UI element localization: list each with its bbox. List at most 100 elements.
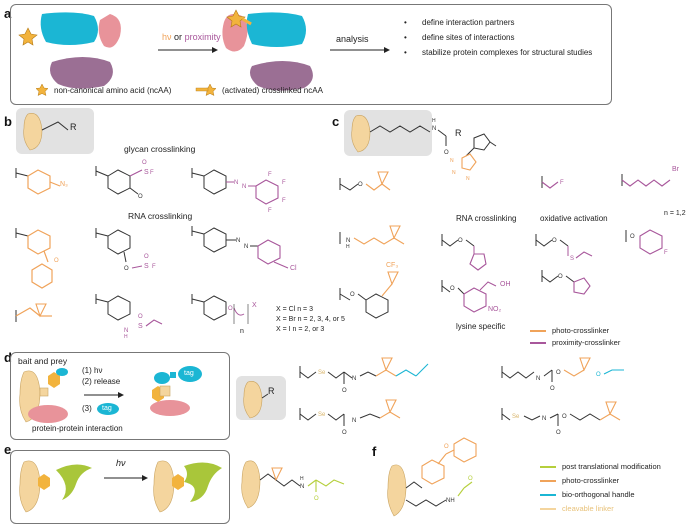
svg-text:H: H [124,334,128,340]
tag-label-right: tag [184,370,194,377]
hv-label: hν or proximity [162,32,221,42]
tetrafluoro-azobenzene: N N F F F F [191,168,286,214]
bullet-item: define sites of interactions [404,33,592,42]
panel-e-frame [10,450,230,524]
svg-text:O: O [342,388,347,394]
svg-text:N: N [452,170,456,176]
crosslinked-ncaa-icon [195,83,217,96]
svg-text:N: N [352,418,356,424]
svg-text:N: N [124,328,128,334]
panel-d-protein-r [243,381,269,419]
svg-text:O: O [450,286,455,292]
x-label: X [252,302,257,309]
pyrrole-tetrazole: N N N [450,133,497,182]
svg-text:O: O [124,266,129,272]
panel-letter-f: f [372,444,377,459]
svg-text:O: O [54,258,59,264]
svg-text:F: F [282,180,286,186]
benzylchloride-azobenzene: N N Cl [191,226,297,272]
svg-text:S: S [138,323,143,330]
svg-text:S: S [144,169,149,176]
svg-text:O: O [562,414,567,420]
legend-bioorthogonal-label: bio-orthogonal handle [562,490,635,499]
svg-text:S: S [144,263,149,270]
legend-ncaa: non-canonical amino acid (ncAA) [54,86,172,95]
carbamate-selenoether-diazirine: Se N O O [501,401,621,436]
legend-swatch-photo [530,330,546,332]
vinyl-thioether: O S [535,234,593,262]
svg-text:N: N [244,244,248,250]
panel-letter-b: b [4,114,12,129]
svg-text:N: N [432,126,436,132]
ppi-label: protein-protein interaction [32,424,123,433]
glycan-label: glycan crosslinking [124,144,196,154]
bromoalkyl [621,174,671,187]
svg-text:H: H [300,476,304,482]
svg-text:N: N [234,180,238,186]
panel-a-proteins-left [18,12,121,89]
bullet-item: stabilize protein complexes for structur… [404,48,592,57]
legend-swatch-ptm [540,466,556,468]
svg-text:N: N [542,416,546,422]
panel-e-right-proteins [153,460,222,513]
svg-text:O: O [550,386,555,392]
legend-proximity-label: proximity-crosslinker [552,338,621,347]
svg-text:F: F [560,180,564,186]
legend-photo-label: photo-crosslinker [552,326,610,335]
svg-text:Se: Se [512,414,520,420]
x-i: X = I n = 2, or 3 [276,326,325,333]
legend-photo-f-label: photo-crosslinker [562,476,620,485]
svg-text:F: F [664,250,668,256]
svg-text:F: F [268,172,272,178]
n-label-b: n [240,328,244,335]
panel-b-r-label: R [70,122,77,132]
bait-prey-left [19,368,68,423]
svg-text:N: N [300,484,304,490]
svg-text:O: O [458,238,463,244]
fluoroethyl: F [541,176,564,189]
svg-text:N: N [346,238,350,244]
fluorophenol-ether: O F [625,229,668,256]
svg-text:O: O [144,254,149,260]
bait-prey-title: bait and prey [18,356,68,366]
svg-text:F: F [282,198,286,204]
panel-letter-a: a [4,6,12,21]
bait-prey-right [150,366,202,416]
panel-letter-c: c [332,114,340,129]
panel-e-ptm-structure: N H O [241,460,345,509]
step-3: (3) [82,404,92,413]
panel-b-protein-r [23,113,69,151]
tag-label-left: tag [102,405,112,412]
legend-swatch-cleavable [540,508,556,510]
diazirine-ether-c: O [339,171,391,191]
legend-swatch-proximity [530,342,546,344]
svg-text:O: O [142,160,147,166]
svg-text:N: N [466,176,470,182]
step-1: (1) hν [82,366,103,375]
cf3-label: CF₃ [386,262,399,269]
svg-text:Se: Se [318,412,326,418]
nitrobenzyl-alcohol: O [441,280,497,313]
svg-text:O: O [596,372,601,378]
oh-label: OH [500,281,511,288]
analysis-label: analysis [336,34,369,44]
legend-cleavable-label: cleavable linker [562,504,614,513]
svg-text:Cl: Cl [290,265,297,272]
azide-label: N₃ [60,181,68,188]
svg-text:O: O [552,238,557,244]
tag-icon-left [97,403,119,415]
oxidative-label: oxidative activation [540,214,608,223]
rna-label-b: RNA crosslinking [128,211,193,221]
furan-alanine: O [441,234,487,271]
svg-text:O: O [358,182,363,188]
arrow-d [84,392,124,398]
panel-letter-e: e [4,442,12,457]
panel-d-r-label: R [268,386,275,396]
diazirine-b [15,303,52,322]
panel-d-frame [10,352,230,440]
cyclopentadienyl-ether: O [541,270,591,295]
panel-f-structure: O NH O [387,437,477,517]
n-range-label: n = 1,2 [664,210,686,217]
svg-text:O: O [342,430,347,436]
bullet-item: define interaction partners [404,18,592,27]
